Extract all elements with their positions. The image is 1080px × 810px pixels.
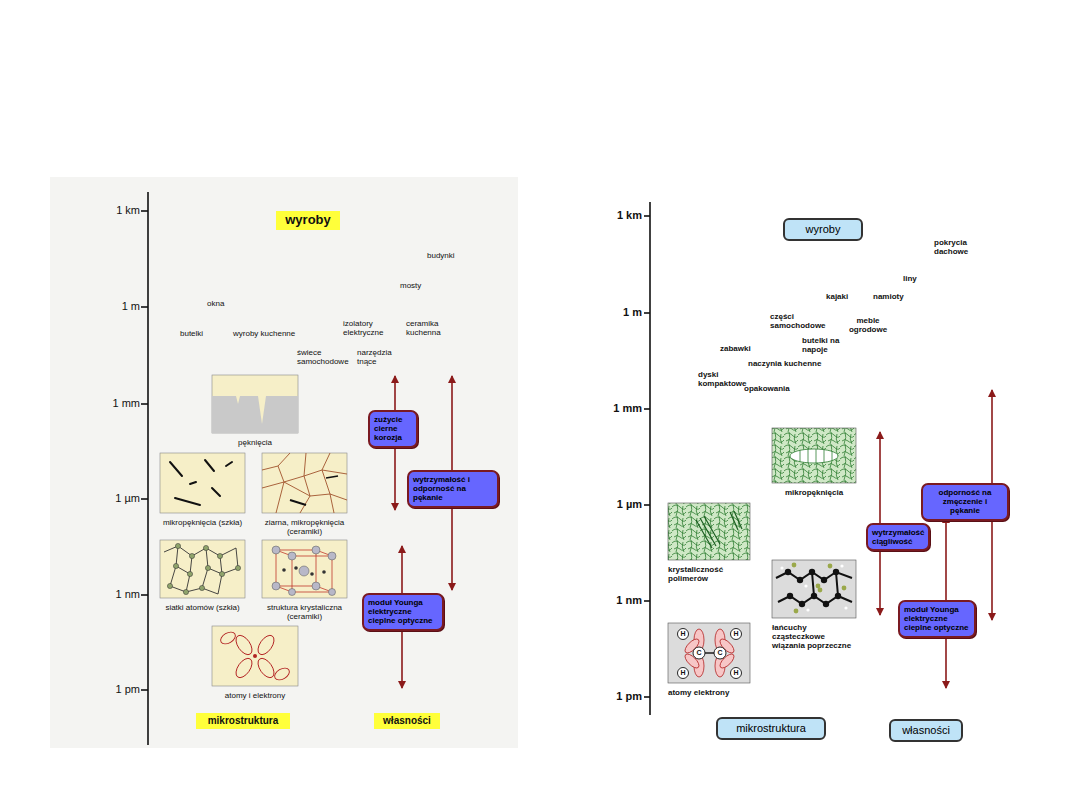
microstructure-panel: atomy i elektrony bbox=[212, 626, 298, 700]
polymer-crack-picture bbox=[772, 428, 856, 483]
scale-label: 1 km bbox=[617, 209, 642, 222]
product-label: kajaki bbox=[826, 292, 848, 301]
node-text: wytrzymałość i odporność na pękanie bbox=[413, 475, 493, 503]
product-label: opakowania bbox=[744, 384, 790, 393]
node-text: mikrostruktura bbox=[200, 715, 286, 727]
scale-label: 1 µm bbox=[617, 498, 642, 511]
microcrack-picture bbox=[160, 453, 245, 513]
scale-label: 1 nm bbox=[116, 588, 140, 601]
microstructure-panel: mikropęknięcia bbox=[772, 428, 856, 497]
property-box: moduł Younga elektryczne cieplne optyczn… bbox=[898, 600, 976, 638]
product-label: namioty bbox=[873, 292, 904, 301]
product-label: okna bbox=[207, 299, 224, 308]
node-text: struktura krystaliczna (ceramiki) bbox=[262, 603, 347, 621]
property-box: wytrzymałość i odporność na pękanie bbox=[407, 470, 499, 508]
product-label: pokrycia dachowe bbox=[934, 238, 978, 256]
scale-label: 1 pm bbox=[116, 683, 140, 696]
atom-network-picture bbox=[160, 540, 245, 598]
atom-symbol: H bbox=[733, 630, 738, 638]
microstructure-panel: struktura krystaliczna (ceramiki) bbox=[262, 540, 347, 621]
node-text: moduł Younga elektryczne cieplne optyczn… bbox=[368, 598, 438, 626]
atom-symbol: H bbox=[680, 669, 685, 677]
atom-symbol: H bbox=[680, 630, 685, 638]
microstructure-panel: krystaliczność polimerów bbox=[668, 503, 750, 583]
node-text: mikrostruktura bbox=[723, 722, 819, 735]
node-text: własności bbox=[378, 715, 436, 727]
node-text: mikropęknięcia (szkła) bbox=[160, 518, 245, 527]
node-text: siatki atomów (szkła) bbox=[160, 603, 245, 612]
product-label: świece samochodowe bbox=[297, 348, 353, 366]
scale-label: 1 µm bbox=[115, 492, 140, 505]
node-text: wytrzymałość ciągliwość bbox=[872, 528, 924, 546]
property-box: odporność na zmęczenie i pękanie bbox=[921, 483, 1009, 521]
carbon-atom-picture bbox=[668, 623, 750, 683]
node-text: pęknięcia bbox=[212, 438, 298, 447]
scale-label: 1 mm bbox=[613, 402, 642, 415]
atom-symbol: C bbox=[696, 649, 701, 657]
property-box: moduł Younga elektryczne cieplne optyczn… bbox=[362, 593, 444, 631]
product-label: butelki na napoje bbox=[802, 336, 850, 354]
scale-arrow bbox=[395, 376, 992, 688]
product-label: butelki bbox=[180, 329, 203, 338]
microstructure-panel: siatki atomów (szkła) bbox=[160, 540, 245, 612]
node-text: odporność na zmęczenie i pękanie bbox=[927, 488, 1003, 516]
heading-box: mikrostruktura bbox=[716, 717, 826, 740]
product-label: izolatory elektryczne bbox=[343, 319, 393, 337]
heading-box: własności bbox=[889, 719, 963, 742]
scale-label: 1 pm bbox=[616, 690, 642, 703]
product-label: budynki bbox=[427, 251, 455, 260]
microstructure-panel: pęknięcia bbox=[212, 375, 298, 447]
node-text: łańcuchy cząsteczkowe wiązania poprzeczn… bbox=[772, 623, 856, 651]
panel-ground bbox=[50, 177, 518, 748]
heading-box: wyroby bbox=[783, 218, 863, 241]
crack-picture bbox=[212, 375, 298, 433]
node-text: zużycie cierne korozja bbox=[374, 415, 412, 443]
product-label: części samochodowe bbox=[770, 312, 830, 330]
product-label: narzędzia tnące bbox=[357, 348, 399, 366]
highlight-label: własności bbox=[374, 713, 440, 729]
orbital-picture bbox=[212, 626, 298, 686]
product-label: wyroby kuchenne bbox=[233, 329, 295, 338]
scale-label: 1 km bbox=[116, 204, 140, 217]
product-label: ceramika kuchenna bbox=[406, 319, 452, 337]
scale-label: 1 mm bbox=[113, 397, 141, 410]
crystallinity-picture bbox=[668, 503, 750, 560]
product-label: zabawki bbox=[720, 344, 751, 353]
property-box: zużycie cierne korozja bbox=[368, 410, 418, 448]
node-text: moduł Younga elektryczne cieplne optyczn… bbox=[904, 605, 970, 633]
node-text: ziarna, mikropęknięcia (ceramiki) bbox=[262, 518, 347, 536]
microstructure-panel: łańcuchy cząsteczkowe wiązania poprzeczn… bbox=[772, 560, 856, 651]
microstructure-panel: mikropęknięcia (szkła) bbox=[160, 453, 245, 527]
product-label: liny bbox=[903, 274, 917, 283]
node-text: atomy elektrony bbox=[668, 688, 750, 697]
scale-label: 1 m bbox=[122, 300, 140, 313]
crystal-picture bbox=[262, 540, 347, 598]
node-text: wyroby bbox=[790, 223, 856, 236]
microstructure-panel: ziarna, mikropęknięcia (ceramiki) bbox=[262, 453, 347, 536]
property-box: wytrzymałość ciągliwość bbox=[866, 523, 930, 551]
node-text: własności bbox=[896, 724, 956, 737]
product-label: meble ogrodowe bbox=[845, 316, 891, 334]
node-text: krystaliczność polimerów bbox=[668, 565, 750, 583]
scale-label: 1 nm bbox=[616, 594, 642, 607]
product-label: mosty bbox=[400, 281, 421, 290]
node-text: wyroby bbox=[280, 213, 336, 228]
chain-picture bbox=[772, 560, 856, 618]
node-text: mikropęknięcia bbox=[772, 488, 856, 497]
atom-symbol: H bbox=[733, 669, 738, 677]
highlight-label: wyroby bbox=[276, 211, 340, 230]
grain-picture bbox=[262, 453, 347, 513]
scale-axis bbox=[141, 192, 650, 745]
product-label: dyski kompaktowe bbox=[698, 370, 742, 388]
highlight-label: mikrostruktura bbox=[196, 713, 290, 729]
node-text: atomy i elektrony bbox=[212, 691, 298, 700]
product-label: naczynia kuchenne bbox=[748, 359, 821, 368]
atom-symbol: C bbox=[717, 649, 722, 657]
scale-label: 1 m bbox=[623, 306, 642, 319]
